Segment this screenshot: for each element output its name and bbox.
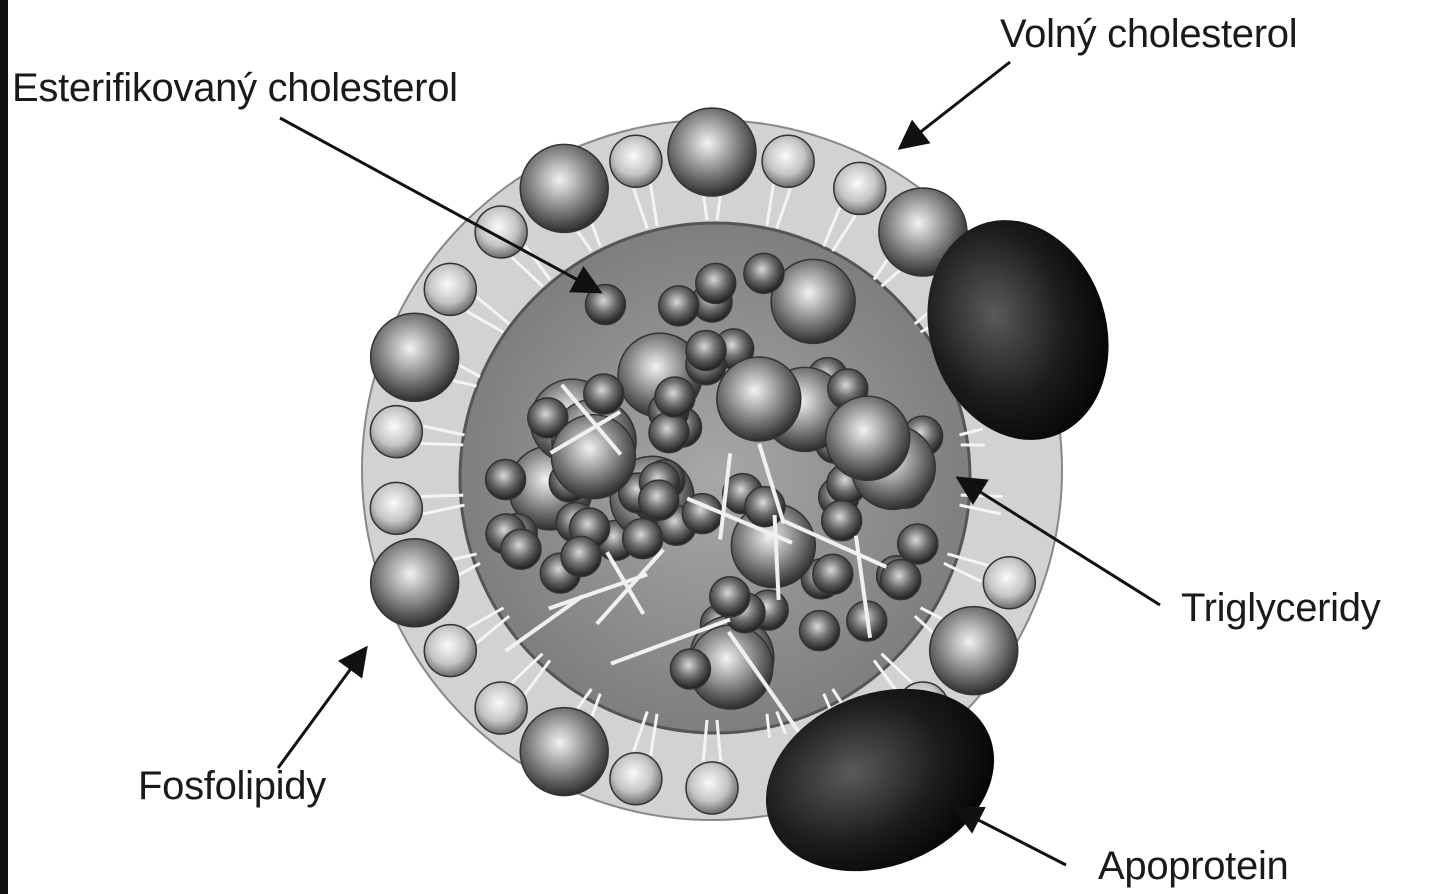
triglyceride-sphere	[585, 285, 625, 325]
free-cholesterol-sphere	[371, 539, 459, 627]
label-triglyceridy: Triglyceridy	[1181, 588, 1380, 628]
triglyceride-sphere	[898, 524, 938, 564]
free-cholesterol-sphere	[668, 108, 756, 196]
triglyceride-sphere	[649, 413, 689, 453]
phospholipid-head	[475, 682, 527, 734]
triglyceride-sphere	[659, 286, 699, 326]
pointer-volny-cholesterol	[900, 62, 1010, 148]
triglyceride-sphere	[744, 253, 784, 293]
free-cholesterol-sphere	[520, 708, 608, 796]
triglyceride-sphere	[813, 554, 853, 594]
triglyceride-sphere	[800, 611, 840, 651]
phospholipid-head	[370, 406, 422, 458]
triglyceride-sphere	[561, 536, 601, 576]
label-apoprotein: Apoprotein	[1098, 846, 1288, 886]
phospholipid-head	[834, 162, 886, 214]
triglyceride-sphere	[822, 501, 862, 541]
triglyceride-sphere	[501, 529, 541, 569]
label-fosfolipidy: Fosfolipidy	[138, 766, 326, 806]
triglyceride-sphere	[655, 377, 695, 417]
triglyceride-sphere	[623, 519, 663, 559]
phospholipid-head	[983, 557, 1035, 609]
pointer-fosfolipidy	[278, 648, 366, 768]
triglyceride-sphere	[584, 374, 624, 414]
triglyceride-sphere	[686, 330, 726, 370]
phospholipid-head	[610, 753, 662, 805]
triglyceride-sphere	[710, 577, 750, 617]
free-cholesterol-sphere	[371, 313, 459, 401]
phospholipid-head	[424, 625, 476, 677]
phospholipid-head	[424, 263, 476, 315]
triglyceride-sphere	[486, 460, 526, 500]
phospholipid-head	[610, 135, 662, 187]
phospholipid-head	[475, 206, 527, 258]
phospholipid-tail	[961, 495, 1003, 496]
phospholipid-head	[686, 762, 738, 814]
triglyceride-sphere	[639, 480, 679, 520]
label-volny-cholesterol: Volný cholesterol	[1000, 14, 1297, 54]
phospholipid-head	[762, 135, 814, 187]
phospholipid-tail	[421, 444, 463, 445]
label-esterifikovany-cholesterol: Esterifikovaný cholesterol	[12, 68, 458, 108]
phospholipid-tail	[421, 495, 463, 496]
phospholipid-head	[370, 482, 422, 534]
free-cholesterol-sphere	[520, 144, 608, 232]
triglyceride-sphere	[670, 649, 710, 689]
pointer-apoprotein	[955, 808, 1066, 865]
triglyceride-sphere	[696, 263, 736, 303]
free-cholesterol-sphere	[930, 607, 1018, 695]
esterified-cholesterol-sphere	[717, 357, 801, 441]
esterified-cholesterol-sphere	[826, 396, 910, 480]
